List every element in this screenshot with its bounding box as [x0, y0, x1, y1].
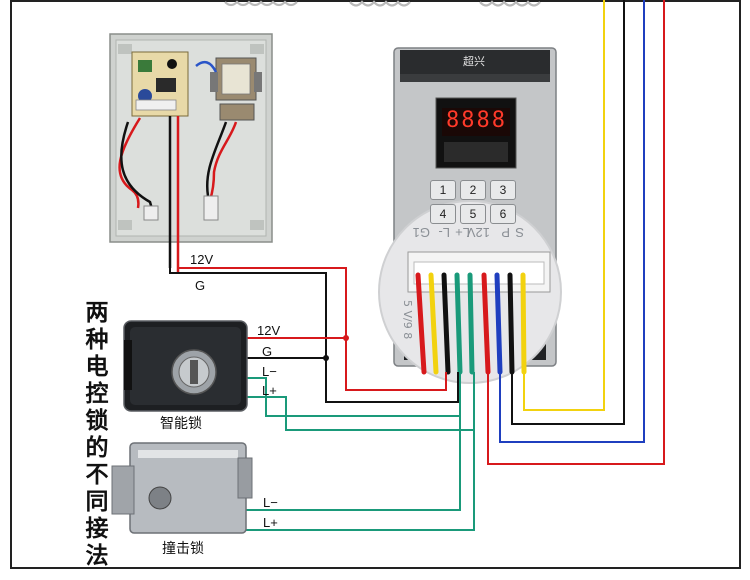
controller-display: 8888	[446, 108, 507, 133]
psu-g-label: G	[195, 278, 206, 293]
outer-frame	[10, 0, 741, 569]
terminal-label-4: L-	[438, 225, 450, 240]
keypad-key-3: 3	[490, 180, 516, 200]
terminal-label-2: 12V	[467, 225, 490, 240]
smart-lock-caption: 智能锁	[160, 416, 202, 432]
side-title: 两种电控锁的不同接法	[85, 300, 109, 569]
strike-lock-l-plus-label: L+	[263, 515, 278, 530]
power-supply-box	[109, 33, 273, 272]
keypad-key-1: 1	[430, 180, 456, 200]
keypad-key-5: 5	[460, 204, 486, 224]
magnifier-wires	[415, 272, 527, 375]
keypad-key-4: 4	[430, 204, 456, 224]
keypad-key-6: 6	[490, 204, 516, 224]
controller-brand: 超兴	[463, 55, 485, 68]
smart-lock-device	[123, 320, 248, 412]
schematic-wires	[169, 0, 665, 531]
strike-lock-l-minus-label: L−	[263, 495, 278, 510]
terminal-label-3: L+	[455, 225, 470, 240]
handset-cords	[224, 0, 541, 7]
smart-lock-l-plus-label: L+	[262, 383, 277, 398]
terminal-label-1: P	[501, 225, 510, 240]
strike-lock-caption: 撞击锁	[162, 541, 204, 557]
strike-lock-device	[111, 442, 253, 534]
terminal-label-5: G1	[413, 225, 430, 240]
transformer	[210, 57, 262, 121]
svg-text:5 V/9 8: 5 V/9 8	[401, 300, 414, 339]
smart-lock-g-label: G	[262, 344, 273, 359]
terminal-label-0: S	[515, 225, 524, 240]
psu-12v-label: 12V	[190, 252, 214, 267]
smart-lock-12v-label: 12V	[257, 323, 281, 338]
keypad-key-2: 2	[460, 180, 486, 200]
smart-lock-l-minus-label: L−	[262, 364, 277, 379]
